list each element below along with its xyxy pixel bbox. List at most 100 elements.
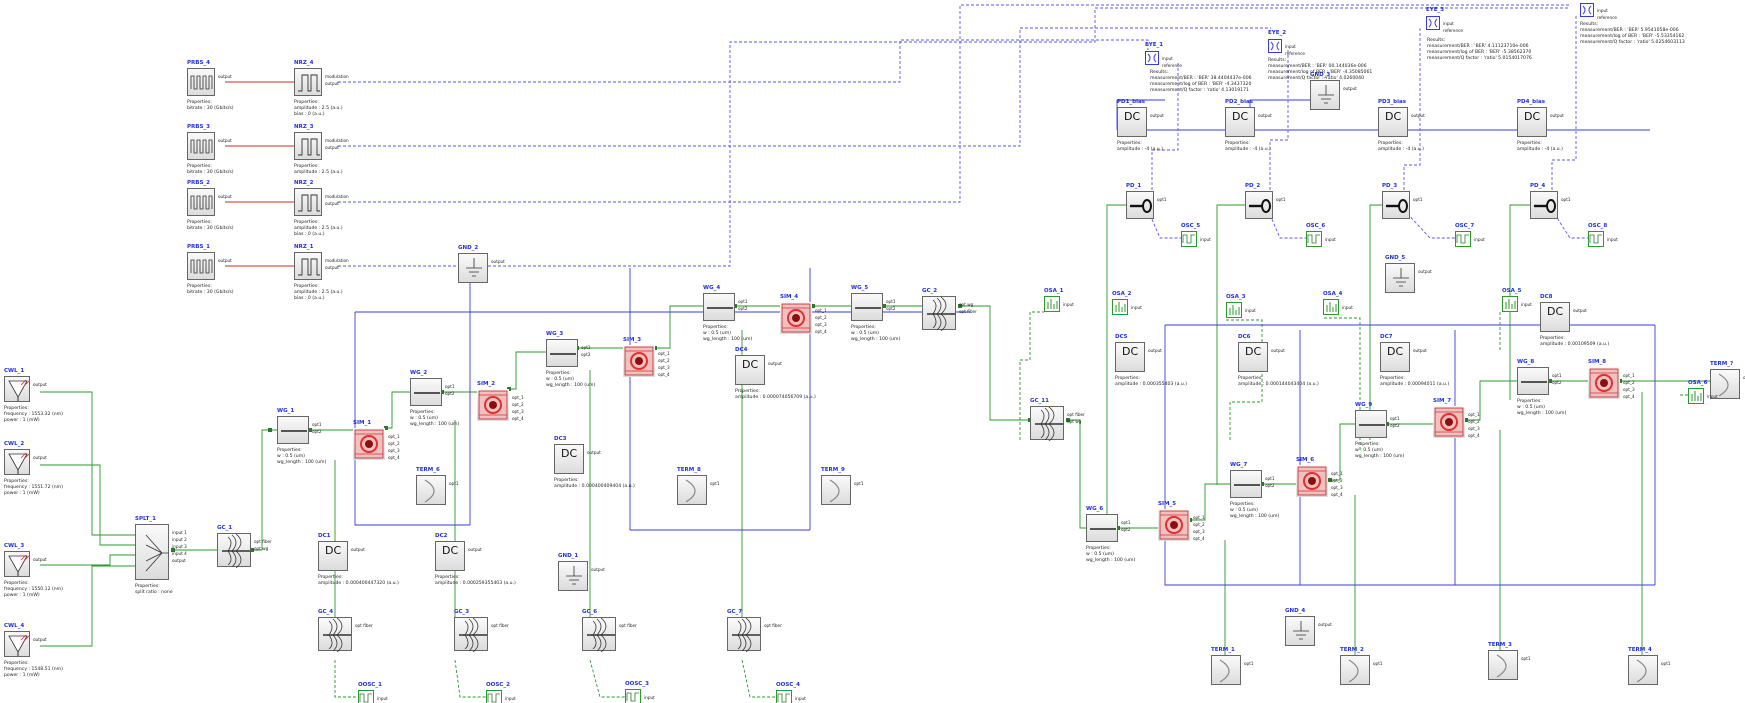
component-body[interactable] xyxy=(1245,191,1273,219)
component-body[interactable] xyxy=(187,252,215,280)
port-node[interactable] xyxy=(1548,379,1552,383)
component-body[interactable] xyxy=(1688,388,1704,404)
connection-wire[interactable] xyxy=(40,464,135,546)
component-body[interactable]: DC xyxy=(1225,107,1255,137)
component-body[interactable] xyxy=(454,617,488,653)
component-body[interactable] xyxy=(625,689,641,703)
connection-wire[interactable] xyxy=(40,565,135,647)
connection-wire[interactable] xyxy=(40,391,135,536)
component-body[interactable] xyxy=(217,533,251,569)
component-body[interactable] xyxy=(277,416,309,444)
port-node[interactable] xyxy=(507,387,511,391)
component-body[interactable] xyxy=(821,475,851,505)
connection-wire[interactable] xyxy=(589,659,625,698)
component-body[interactable] xyxy=(1086,514,1118,542)
component-body[interactable] xyxy=(135,524,169,580)
component-body[interactable] xyxy=(1323,299,1339,315)
component-body[interactable] xyxy=(1628,655,1658,685)
component-body[interactable]: DC xyxy=(735,355,765,385)
component-body[interactable] xyxy=(1030,406,1064,442)
component-body[interactable] xyxy=(1145,50,1159,65)
connection-wire[interactable] xyxy=(960,305,1030,421)
component-body[interactable] xyxy=(294,132,322,160)
port-node[interactable] xyxy=(1188,518,1192,522)
connection-wire[interactable] xyxy=(338,7,1570,267)
component-body[interactable] xyxy=(582,617,616,653)
component-body[interactable] xyxy=(410,378,442,406)
connection-wire[interactable] xyxy=(1403,28,1421,200)
connection-wire[interactable] xyxy=(1226,319,1263,440)
component-body[interactable] xyxy=(1385,263,1415,293)
component-body[interactable] xyxy=(851,293,883,321)
connection-wire[interactable] xyxy=(1269,50,1289,200)
component-body[interactable] xyxy=(1588,231,1604,247)
port-node[interactable] xyxy=(1066,418,1070,422)
connection-wire[interactable] xyxy=(338,39,1149,83)
component-body[interactable] xyxy=(623,345,655,377)
component-body[interactable] xyxy=(1126,191,1154,219)
component-body[interactable] xyxy=(703,293,735,321)
connection-wire[interactable] xyxy=(338,27,1271,147)
connection-wire[interactable] xyxy=(1551,209,1588,239)
port-node[interactable] xyxy=(1464,418,1468,422)
component-body[interactable] xyxy=(1517,367,1549,395)
component-body[interactable] xyxy=(1340,655,1370,685)
component-body[interactable] xyxy=(294,68,322,96)
component-body[interactable] xyxy=(1230,470,1262,498)
component-body[interactable]: DC xyxy=(1517,107,1547,137)
component-body[interactable] xyxy=(776,690,792,703)
connection-wire[interactable] xyxy=(454,659,486,698)
component-body[interactable] xyxy=(294,252,322,280)
connection-wire[interactable] xyxy=(509,351,546,390)
component-body[interactable]: DC xyxy=(318,541,348,571)
component-body[interactable]: DC xyxy=(1238,342,1268,372)
component-body[interactable] xyxy=(558,561,588,591)
component-body[interactable] xyxy=(1382,191,1410,219)
component-body[interactable] xyxy=(4,631,30,657)
component-body[interactable] xyxy=(1426,15,1440,30)
connection-wire[interactable] xyxy=(338,4,1570,203)
component-body[interactable] xyxy=(1112,299,1128,315)
component-body[interactable] xyxy=(1285,616,1315,646)
component-body[interactable] xyxy=(1226,302,1242,318)
connection-wire[interactable] xyxy=(1068,419,1086,529)
connection-wire[interactable] xyxy=(1190,483,1230,521)
component-body[interactable]: DC xyxy=(1117,107,1147,137)
component-body[interactable] xyxy=(416,475,446,505)
connection-wire[interactable] xyxy=(1551,15,1577,200)
connection-wire[interactable] xyxy=(1019,311,1044,440)
component-body[interactable] xyxy=(1306,231,1322,247)
port-node[interactable] xyxy=(733,304,737,308)
connection-wire[interactable] xyxy=(1323,317,1361,450)
port-node[interactable] xyxy=(308,428,312,432)
port-node[interactable] xyxy=(384,426,388,430)
connection-wire[interactable] xyxy=(40,554,135,566)
component-body[interactable] xyxy=(1181,231,1197,247)
component-body[interactable] xyxy=(358,690,374,703)
port-node[interactable] xyxy=(1328,478,1332,482)
component-body[interactable] xyxy=(1044,296,1060,312)
component-body[interactable] xyxy=(922,296,956,332)
component-body[interactable] xyxy=(187,188,215,216)
component-body[interactable] xyxy=(1580,2,1594,17)
component-body[interactable]: DC xyxy=(1540,302,1570,332)
component-body[interactable] xyxy=(1268,38,1282,53)
connection-wire[interactable] xyxy=(1164,325,1655,586)
port-node[interactable] xyxy=(1116,526,1120,530)
component-body[interactable] xyxy=(318,617,352,653)
component-body[interactable] xyxy=(1488,650,1518,680)
component-body[interactable]: DC xyxy=(1115,342,1145,372)
component-body[interactable] xyxy=(187,132,215,160)
component-body[interactable] xyxy=(1710,369,1740,399)
connection-wire[interactable] xyxy=(655,305,703,349)
connection-wire[interactable] xyxy=(252,429,277,551)
connection-wire[interactable] xyxy=(1403,209,1455,239)
component-body[interactable] xyxy=(1455,231,1471,247)
port-node[interactable] xyxy=(1385,422,1389,426)
component-body[interactable] xyxy=(1296,465,1328,497)
port-node[interactable] xyxy=(882,304,886,308)
component-body[interactable] xyxy=(4,449,30,475)
connection-wire[interactable] xyxy=(334,660,358,698)
component-body[interactable]: DC xyxy=(1378,107,1408,137)
